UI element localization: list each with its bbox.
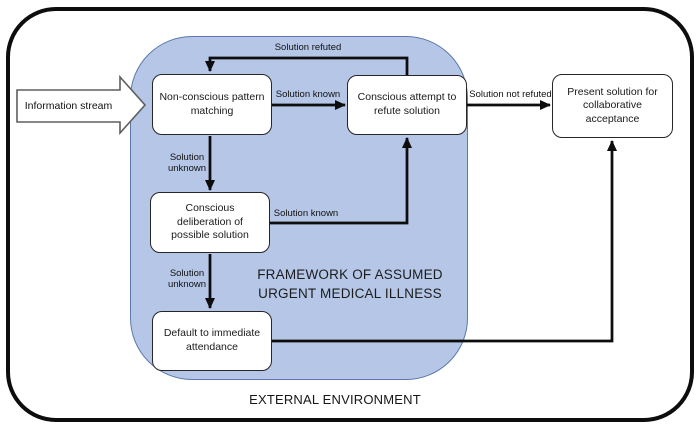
edge-label-solution-unknown-upper: Solution unknown	[167, 152, 207, 175]
arrow-solution-refuted	[205, 56, 409, 75]
edge-label-solution-known-mid: Solution known	[273, 208, 339, 219]
node-conscious-deliberation: Conscious deliberation of possible solut…	[150, 192, 270, 253]
arrow-default-to-present	[271, 140, 617, 343]
edge-label-solution-unknown-lower: Solution unknown	[167, 268, 207, 291]
node-label: Non-conscious pattern matching	[159, 90, 265, 117]
node-default-attendance: Default to immediate attendance	[152, 311, 272, 371]
arrow-solution-known-mid	[269, 137, 412, 225]
edge-label-solution-refuted: Solution refuted	[274, 42, 342, 53]
external-environment-border	[6, 7, 694, 422]
node-non-conscious-pattern-matching: Non-conscious pattern matching	[152, 74, 272, 135]
edge-label-solution-not-refuted: Solution not refuted	[469, 89, 552, 100]
information-stream-arrow-shape	[16, 74, 147, 136]
node-conscious-attempt-refute: Conscious attempt to refute solution	[347, 75, 467, 135]
framework-title-line1: FRAMEWORK OF ASSUMED	[257, 267, 443, 282]
node-present-solution: Present solution for collaborative accep…	[552, 74, 673, 138]
information-stream-label: Information stream	[24, 100, 113, 112]
framework-region-title: FRAMEWORK OF ASSUMED URGENT MEDICAL ILLN…	[240, 265, 460, 303]
node-label: Present solution for collaborative accep…	[567, 85, 658, 125]
node-label: Conscious deliberation of possible solut…	[171, 202, 249, 242]
node-label: Default to immediate attendance	[163, 327, 261, 353]
framework-title-line2: URGENT MEDICAL ILLNESS	[258, 286, 442, 302]
edge-label-solution-known-top: Solution known	[275, 89, 341, 100]
node-label: Conscious attempt to refute solution	[357, 91, 457, 117]
external-environment-label: EXTERNAL ENVIRONMENT	[249, 392, 421, 407]
